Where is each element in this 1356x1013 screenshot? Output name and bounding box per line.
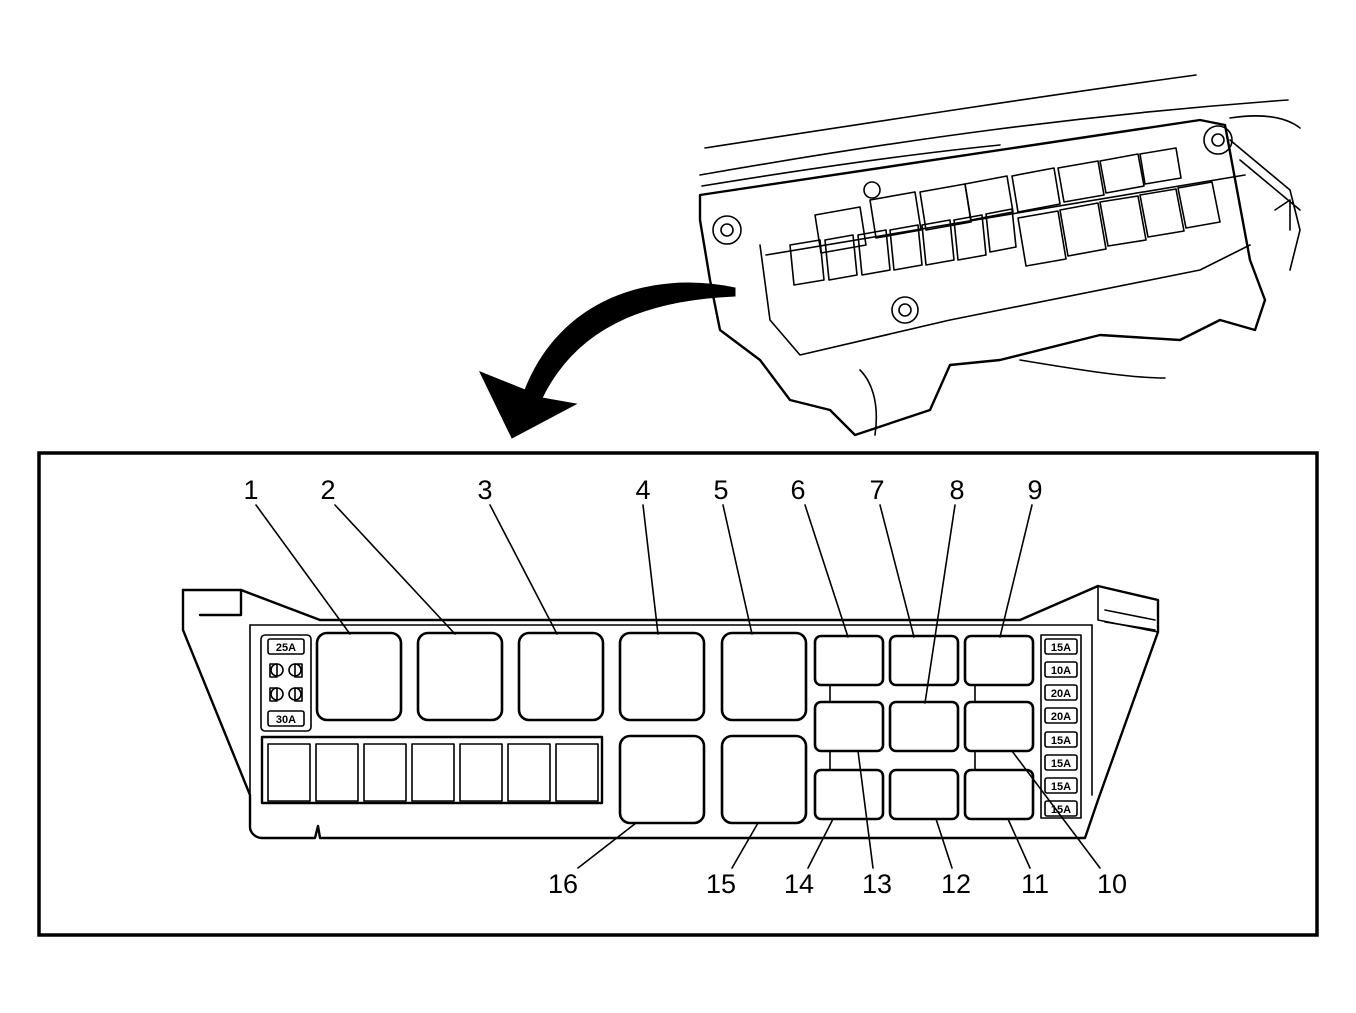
- illustration-relays: [789, 147, 1221, 286]
- relay-12: [888, 768, 960, 821]
- relay-3: [517, 631, 605, 722]
- right-fuse-label: 10A: [1051, 665, 1071, 677]
- callout-8: 8: [949, 475, 964, 505]
- vehicle-fuse-block-illustration: [698, 74, 1301, 437]
- callout-2: 2: [320, 475, 335, 505]
- left-fuse-stack: 25A 30A: [260, 634, 312, 732]
- callout-numbers: 1 2 3 4 5 6 7 8 9 16 15 14 13 12 11 10: [243, 475, 1127, 899]
- relay-4: [618, 631, 706, 722]
- relay-11: [963, 768, 1035, 821]
- mini-fuse-row: [260, 735, 604, 805]
- right-fuse-column: 15A 10A 20A 20A 15A 15A 15A 15A: [1040, 634, 1082, 819]
- relay-2: [416, 631, 504, 722]
- callout-11: 11: [1021, 869, 1049, 899]
- fuse-30a: [267, 710, 305, 727]
- right-fuse-label: 15A: [1051, 735, 1071, 747]
- pointer-arrow: [478, 282, 736, 439]
- relay-15: [720, 734, 808, 825]
- relay-8: [888, 700, 960, 753]
- right-fuse-label: 15A: [1051, 781, 1071, 793]
- detail-frame: [37, 451, 1319, 937]
- relay-5: [720, 631, 808, 722]
- right-fuse-label: 20A: [1051, 711, 1071, 723]
- fuse-block-outline: [181, 584, 1160, 840]
- callout-9: 9: [1027, 475, 1042, 505]
- right-fuse-label: 15A: [1051, 642, 1071, 654]
- callout-13: 13: [862, 869, 892, 899]
- callout-1: 1: [243, 475, 258, 505]
- callout-15: 15: [706, 869, 736, 899]
- callout-7: 7: [869, 475, 884, 505]
- relays-small: [813, 634, 1035, 821]
- relay-10: [963, 700, 1035, 753]
- relay-9: [963, 634, 1035, 687]
- relay-6: [813, 634, 885, 687]
- fuse-label-30a: 30A: [276, 714, 296, 726]
- relay-7: [888, 634, 960, 687]
- relays-large: [315, 631, 808, 825]
- fuse-25a: [267, 638, 305, 655]
- relay-13: [813, 700, 885, 753]
- callout-3: 3: [477, 475, 492, 505]
- relay-16: [618, 734, 706, 825]
- callout-14: 14: [784, 869, 814, 899]
- right-fuse-label: 15A: [1051, 758, 1071, 770]
- right-fuse-label: 15A: [1051, 804, 1071, 816]
- leader-lines: [255, 504, 1101, 869]
- fuse-label-25a: 25A: [276, 642, 296, 654]
- callout-12: 12: [941, 869, 971, 899]
- right-fuse-label: 20A: [1051, 688, 1071, 700]
- relay-14: [813, 768, 885, 821]
- callout-5: 5: [713, 475, 728, 505]
- callout-6: 6: [790, 475, 805, 505]
- relay-1: [315, 631, 403, 722]
- callout-10: 10: [1097, 869, 1127, 899]
- callout-16: 16: [548, 869, 578, 899]
- callout-4: 4: [635, 475, 650, 505]
